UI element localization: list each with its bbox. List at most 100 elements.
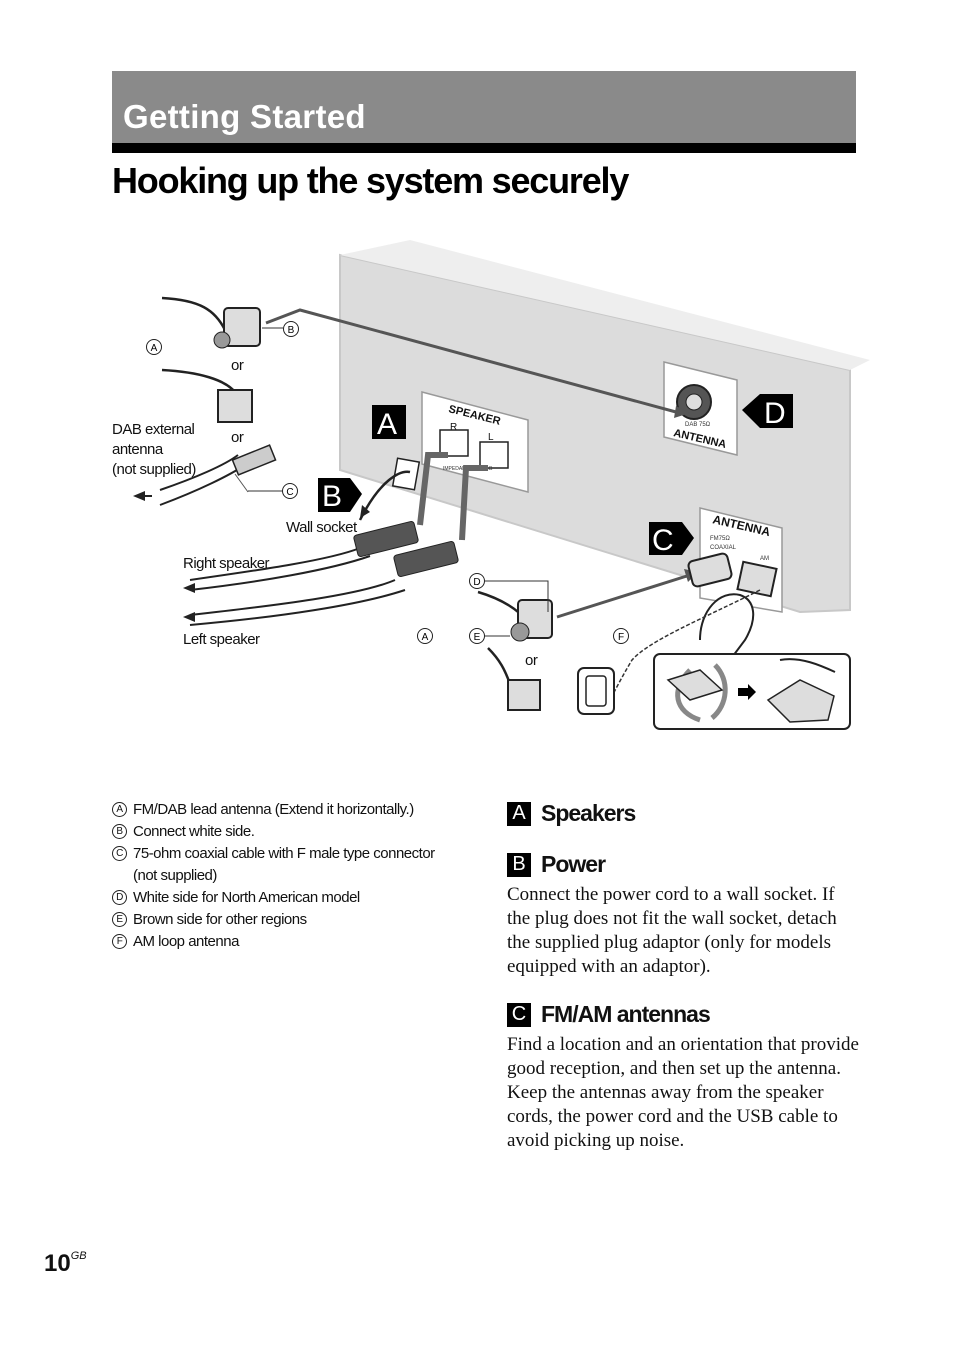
big-label-a-box (372, 405, 406, 439)
power-badge: B (507, 852, 531, 877)
wall-socket (391, 457, 421, 491)
right-speaker-arrow (417, 452, 448, 526)
antennas-body-2: Keep the antennas away from the speaker … (507, 1082, 838, 1151)
panel-r-label: R (450, 422, 457, 433)
legend-b-text: Connect white side. (133, 823, 255, 840)
big-label-a: A (377, 408, 397, 441)
dab-label-line2: antenna (112, 441, 163, 458)
fm-cable-to-unit (556, 573, 691, 619)
page-region: GB (70, 1250, 87, 1262)
callout-b: B (283, 321, 299, 337)
callout-a-top: A (146, 339, 162, 355)
legend-f-text: AM loop antenna (133, 933, 239, 950)
big-label-b: B (322, 480, 342, 513)
panel-coaxial-label: COAXIAL (710, 545, 737, 551)
panel-am-label: AM (760, 556, 769, 562)
speaker-terminal-r (439, 429, 469, 457)
right-speaker-cable (189, 547, 361, 581)
panel-fm-label: FM75Ω (710, 536, 730, 542)
svg-text:A: A (422, 632, 429, 643)
speakers-heading-text: Speakers (541, 800, 636, 826)
callout-a-bottom: A (417, 628, 433, 644)
legend-item-f: F AM loop antenna (112, 931, 452, 953)
big-label-d: D (764, 397, 786, 430)
instructions-column: A Speakers B Power Connect the power cor… (507, 800, 862, 1153)
left-speaker-cable (189, 579, 396, 616)
diagram-legend: A FM/DAB lead antenna (Extend it horizont… (112, 799, 452, 953)
legend-item-b: B Connect white side. (112, 821, 452, 843)
am-stand-assembled (766, 679, 835, 723)
svg-text:C: C (286, 487, 293, 498)
legend-c-marker: C (112, 846, 127, 861)
big-label-d-arrow (742, 394, 793, 428)
finger-icon (699, 593, 755, 661)
antennas-body-1: Find a location and an orientation that … (507, 1034, 859, 1079)
page-title: Hooking up the system securely (112, 160, 629, 201)
power-body: Connect the power cord to a wall socket.… (507, 884, 837, 977)
speaker-terminal-l (479, 441, 509, 469)
speakers-badge: A (507, 801, 531, 826)
section-title: Getting Started (123, 98, 366, 135)
am-loop-antenna (577, 667, 615, 715)
dab-lead-wire-2 (161, 368, 236, 393)
svg-text:E: E (474, 632, 481, 643)
antennas-heading-text: FM/AM antennas (541, 1001, 711, 1027)
page-number-value: 10 (44, 1250, 71, 1277)
fm-connector-unit (687, 552, 733, 588)
callout-d: D (469, 573, 485, 589)
left-speaker-arrow (459, 465, 488, 541)
next-step-arrow-icon (738, 684, 756, 700)
svg-text:B: B (288, 325, 295, 336)
coax-f-connector (231, 444, 277, 476)
dab-cable-arrowhead (674, 406, 690, 418)
antennas-heading: C FM/AM antennas (507, 1001, 862, 1028)
right-speaker-plug (353, 520, 419, 558)
section-header-bar (112, 71, 856, 143)
section-header-rule (112, 143, 856, 153)
speakers-heading: A Speakers (507, 800, 862, 827)
power-heading-text: Power (541, 851, 606, 877)
svg-text:A: A (151, 343, 158, 354)
or-label-2: or (231, 429, 244, 446)
legend-a-marker: A (112, 802, 127, 817)
svg-text:D: D (473, 577, 480, 588)
big-label-c-arrow (649, 522, 694, 555)
legend-e-marker: E (112, 912, 127, 927)
wall-socket-label: Wall socket (286, 519, 357, 536)
legend-item-a: A FM/DAB lead antenna (Extend it horizont… (112, 799, 452, 821)
legend-item-e: E Brown side for other regions (112, 909, 452, 931)
dab-cable (265, 308, 677, 414)
fm-plug-alt (507, 679, 541, 711)
unit-top-edge (340, 240, 870, 370)
callout-e: E (469, 628, 485, 644)
right-speaker-label: Right speaker (183, 555, 270, 572)
dab-lead-wire-1 (161, 296, 227, 331)
dab-label-line1: DAB external (112, 421, 195, 438)
panel-dab-label: DAB 75Ω (685, 422, 711, 428)
page-number: 10GB (44, 1250, 87, 1278)
dab-direction-arrow (133, 491, 145, 501)
panel-l-label: L (488, 432, 494, 443)
big-label-b-arrow (318, 478, 362, 512)
big-label-c: C (652, 524, 674, 557)
connection-diagram: DAB 75Ω ANTENNA SPEAKER R L IMPEDANCE US… (133, 240, 870, 730)
callout-c: C (282, 483, 298, 499)
antennas-badge: C (507, 1002, 531, 1027)
legend-f-marker: F (112, 934, 127, 949)
legend-e-text: Brown side for other regions (133, 911, 307, 928)
power-heading: B Power (507, 851, 862, 878)
dab-plug-2 (217, 389, 253, 423)
am-stand-piece (666, 669, 724, 701)
or-label-3: or (525, 652, 538, 669)
left-speaker-plug (393, 540, 459, 578)
power-cord-arrow (360, 505, 370, 518)
legend-d-marker: D (112, 890, 127, 905)
legend-a-text: FM/DAB lead antenna (Extend it horizonta… (133, 801, 414, 818)
dab-f-connector-1 (223, 307, 261, 347)
callout-f: F (613, 628, 629, 644)
legend-b-marker: B (112, 824, 127, 839)
left-speaker-label: Left speaker (183, 631, 260, 648)
or-label-1: or (231, 357, 244, 374)
